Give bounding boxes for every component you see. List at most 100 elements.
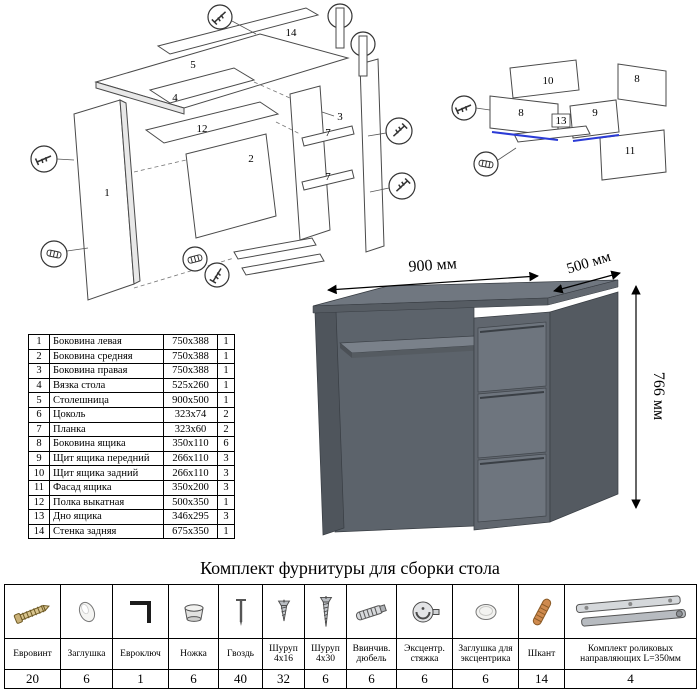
hw-icon-cell	[396, 584, 453, 639]
cam-lock-icon	[412, 601, 439, 622]
part-number: 1	[28, 334, 50, 350]
part-qty: 1	[217, 392, 235, 408]
part-size: 525x260	[163, 377, 218, 394]
part-qty: 1	[217, 348, 235, 365]
part-label: 1	[104, 187, 110, 199]
hw-qty: 1	[112, 669, 169, 689]
hardware-qty-row: 20 6 1 6 40 32 6 6 6 6 14 4	[4, 669, 697, 689]
part-label: 8	[634, 73, 640, 85]
part-qty: 1	[217, 494, 235, 511]
hw-icon-cell	[218, 584, 263, 639]
part-size: 350x200	[163, 479, 218, 496]
part-label: 3	[337, 111, 343, 123]
plank-7b	[301, 169, 355, 191]
panel-side-strip	[359, 58, 385, 253]
part-number: 9	[28, 450, 50, 467]
plank-7a	[301, 125, 355, 147]
part-size: 346x295	[163, 509, 218, 525]
drawer-fascia-11	[599, 129, 667, 181]
hw-label: Заглушка для эксцентрика	[452, 638, 519, 670]
part-qty: 3	[217, 465, 235, 481]
dimension-arrows	[327, 270, 641, 509]
part-label: 7	[325, 127, 331, 139]
part-number: 3	[28, 363, 50, 379]
screw-4x30-icon	[319, 595, 332, 627]
part-number: 5	[28, 392, 50, 408]
part-label: 12	[197, 123, 208, 135]
part-name: Дно ящика	[49, 509, 164, 525]
part-label: 8	[518, 107, 524, 119]
hw-icon-cell	[262, 584, 305, 639]
part-name: Боковина ящика	[49, 436, 164, 452]
part-label: 10	[543, 75, 555, 87]
part-name: Щит ящика передний	[49, 450, 164, 467]
drawer-runner-icon	[575, 594, 686, 627]
plinth-strip-b	[241, 253, 325, 276]
part-qty: 3	[217, 479, 235, 496]
part-size: 266x110	[163, 465, 218, 481]
part-name: Боковина левая	[49, 334, 164, 350]
callout-leader-lines	[56, 20, 390, 252]
hw-icon-cell	[168, 584, 219, 639]
hardware-icons-row	[4, 584, 697, 639]
part-size: 500x350	[163, 494, 218, 511]
part-label: 13	[556, 115, 568, 127]
part-number: 14	[28, 523, 50, 540]
width-dimension-label: 900 мм	[408, 255, 457, 275]
part-name: Стенка задняя	[49, 523, 164, 540]
part-name: Боковина средняя	[49, 348, 164, 365]
hardware-table: Евровинт Заглушка Евроключ Ножка Гвоздь …	[4, 584, 697, 689]
depth-dimension-label: 500 мм	[565, 249, 613, 278]
part-name: Цоколь	[49, 406, 164, 423]
part-number-labels: 14 5 4 12 2 1 3 7 7	[104, 27, 343, 199]
part-qty: 2	[217, 421, 235, 438]
part-number: 11	[28, 479, 50, 496]
hw-qty: 6	[60, 669, 113, 689]
plinth-bars	[335, 7, 368, 77]
panel-right-3	[289, 85, 331, 241]
part-size: 350x110	[163, 436, 218, 452]
hw-label: Ножка	[168, 638, 219, 670]
part-qty: 1	[217, 334, 235, 350]
drawer-exploded-diagram: 10 8 8 9 13 11	[451, 59, 667, 181]
hw-label: Шуруп 4x16	[262, 638, 305, 670]
hw-qty: 32	[262, 669, 305, 689]
drawer-side-8-right	[617, 63, 667, 107]
hw-icon-cell	[4, 584, 61, 639]
hw-label: Комплект роликовых направляющих L=350мм	[564, 638, 697, 670]
hw-qty: 6	[304, 669, 347, 689]
hardware-labels-row: Евровинт Заглушка Евроключ Ножка Гвоздь …	[4, 638, 697, 670]
part-qty: 1	[217, 377, 235, 394]
part-name: Щит ящика задний	[49, 465, 164, 481]
part-size: 323x74	[163, 406, 218, 423]
hw-label: Шуруп 4x30	[304, 638, 347, 670]
hw-icon-cell	[304, 584, 347, 639]
insert-dowel-icon	[355, 603, 387, 620]
part-size: 675x350	[163, 523, 218, 540]
part-number: 2	[28, 348, 50, 365]
drawer-bottom-13	[513, 125, 591, 143]
hw-icon-cell	[112, 584, 169, 639]
part-number: 8	[28, 436, 50, 452]
wood-dowel-icon	[532, 598, 551, 625]
hw-qty: 6	[346, 669, 397, 689]
part-name: Фасад ящика	[49, 479, 164, 496]
plinth-strip-a	[233, 237, 317, 260]
label-box-13	[551, 113, 571, 128]
panel-back-14	[156, 7, 320, 55]
part-label: 11	[625, 145, 636, 157]
part-number: 12	[28, 494, 50, 511]
hw-label: Эксцентр. стяжка	[396, 638, 453, 670]
hw-qty: 40	[218, 669, 263, 689]
part-qty: 2	[217, 406, 235, 423]
part-name: Боковина правая	[49, 363, 164, 379]
part-qty: 3	[217, 450, 235, 467]
part-qty: 6	[217, 436, 235, 452]
